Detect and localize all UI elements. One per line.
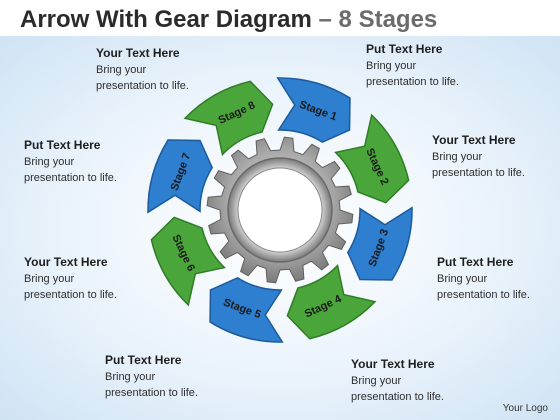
callout-heading: Your Text Here [351, 357, 435, 371]
stage-arrow-3 [346, 206, 413, 281]
callout-body: Bring your presentation to life. [351, 375, 444, 403]
callout-1: Put Text Here Bring your presentation to… [366, 42, 496, 90]
callout-7: Put Text Here Bring your presentation to… [24, 138, 154, 186]
gear-center-hole [237, 167, 323, 253]
page-title: Arrow With Gear Diagram – 8 Stages [20, 6, 437, 34]
callout-body: Bring your presentation to life. [437, 273, 530, 301]
title-sub: 8 Stages [338, 6, 438, 33]
callout-2: Your Text Here Bring your presentation t… [432, 133, 560, 181]
callout-body: Bring your presentation to life. [432, 151, 525, 179]
stage-arrow-7 [147, 139, 214, 214]
callout-body: Bring your presentation to life. [105, 371, 198, 399]
callout-5: Put Text Here Bring your presentation to… [105, 353, 235, 401]
title-main: Arrow With Gear Diagram [20, 6, 312, 33]
stage-arrow-2 [334, 113, 410, 204]
callout-body: Bring your presentation to life. [24, 156, 117, 184]
stage-arrow-8 [183, 80, 274, 156]
callout-heading: Put Text Here [366, 42, 443, 56]
callout-heading: Put Text Here [24, 138, 101, 152]
callout-heading: Your Text Here [24, 255, 108, 269]
stage-arrow-1 [276, 77, 351, 144]
gear-icon [206, 136, 354, 284]
callout-heading: Your Text Here [96, 46, 180, 60]
callout-body: Bring your presentation to life. [96, 64, 189, 92]
stage-arrow-6 [150, 216, 226, 307]
callout-3: Put Text Here Bring your presentation to… [437, 255, 560, 303]
logo-text: Your Logo [502, 403, 548, 414]
title-separator: – [318, 6, 332, 33]
stage-arrow-5 [209, 276, 284, 343]
stage-arrow-4 [286, 264, 377, 340]
stage-arrows [147, 77, 413, 343]
callout-8: Your Text Here Bring your presentation t… [96, 46, 226, 94]
callout-4: Your Text Here Bring your presentation t… [351, 357, 481, 405]
callout-body: Bring your presentation to life. [24, 273, 117, 301]
callout-heading: Your Text Here [432, 133, 516, 147]
callout-heading: Put Text Here [105, 353, 182, 367]
callout-body: Bring your presentation to life. [366, 60, 459, 88]
callout-6: Your Text Here Bring your presentation t… [24, 255, 154, 303]
callout-heading: Put Text Here [437, 255, 514, 269]
